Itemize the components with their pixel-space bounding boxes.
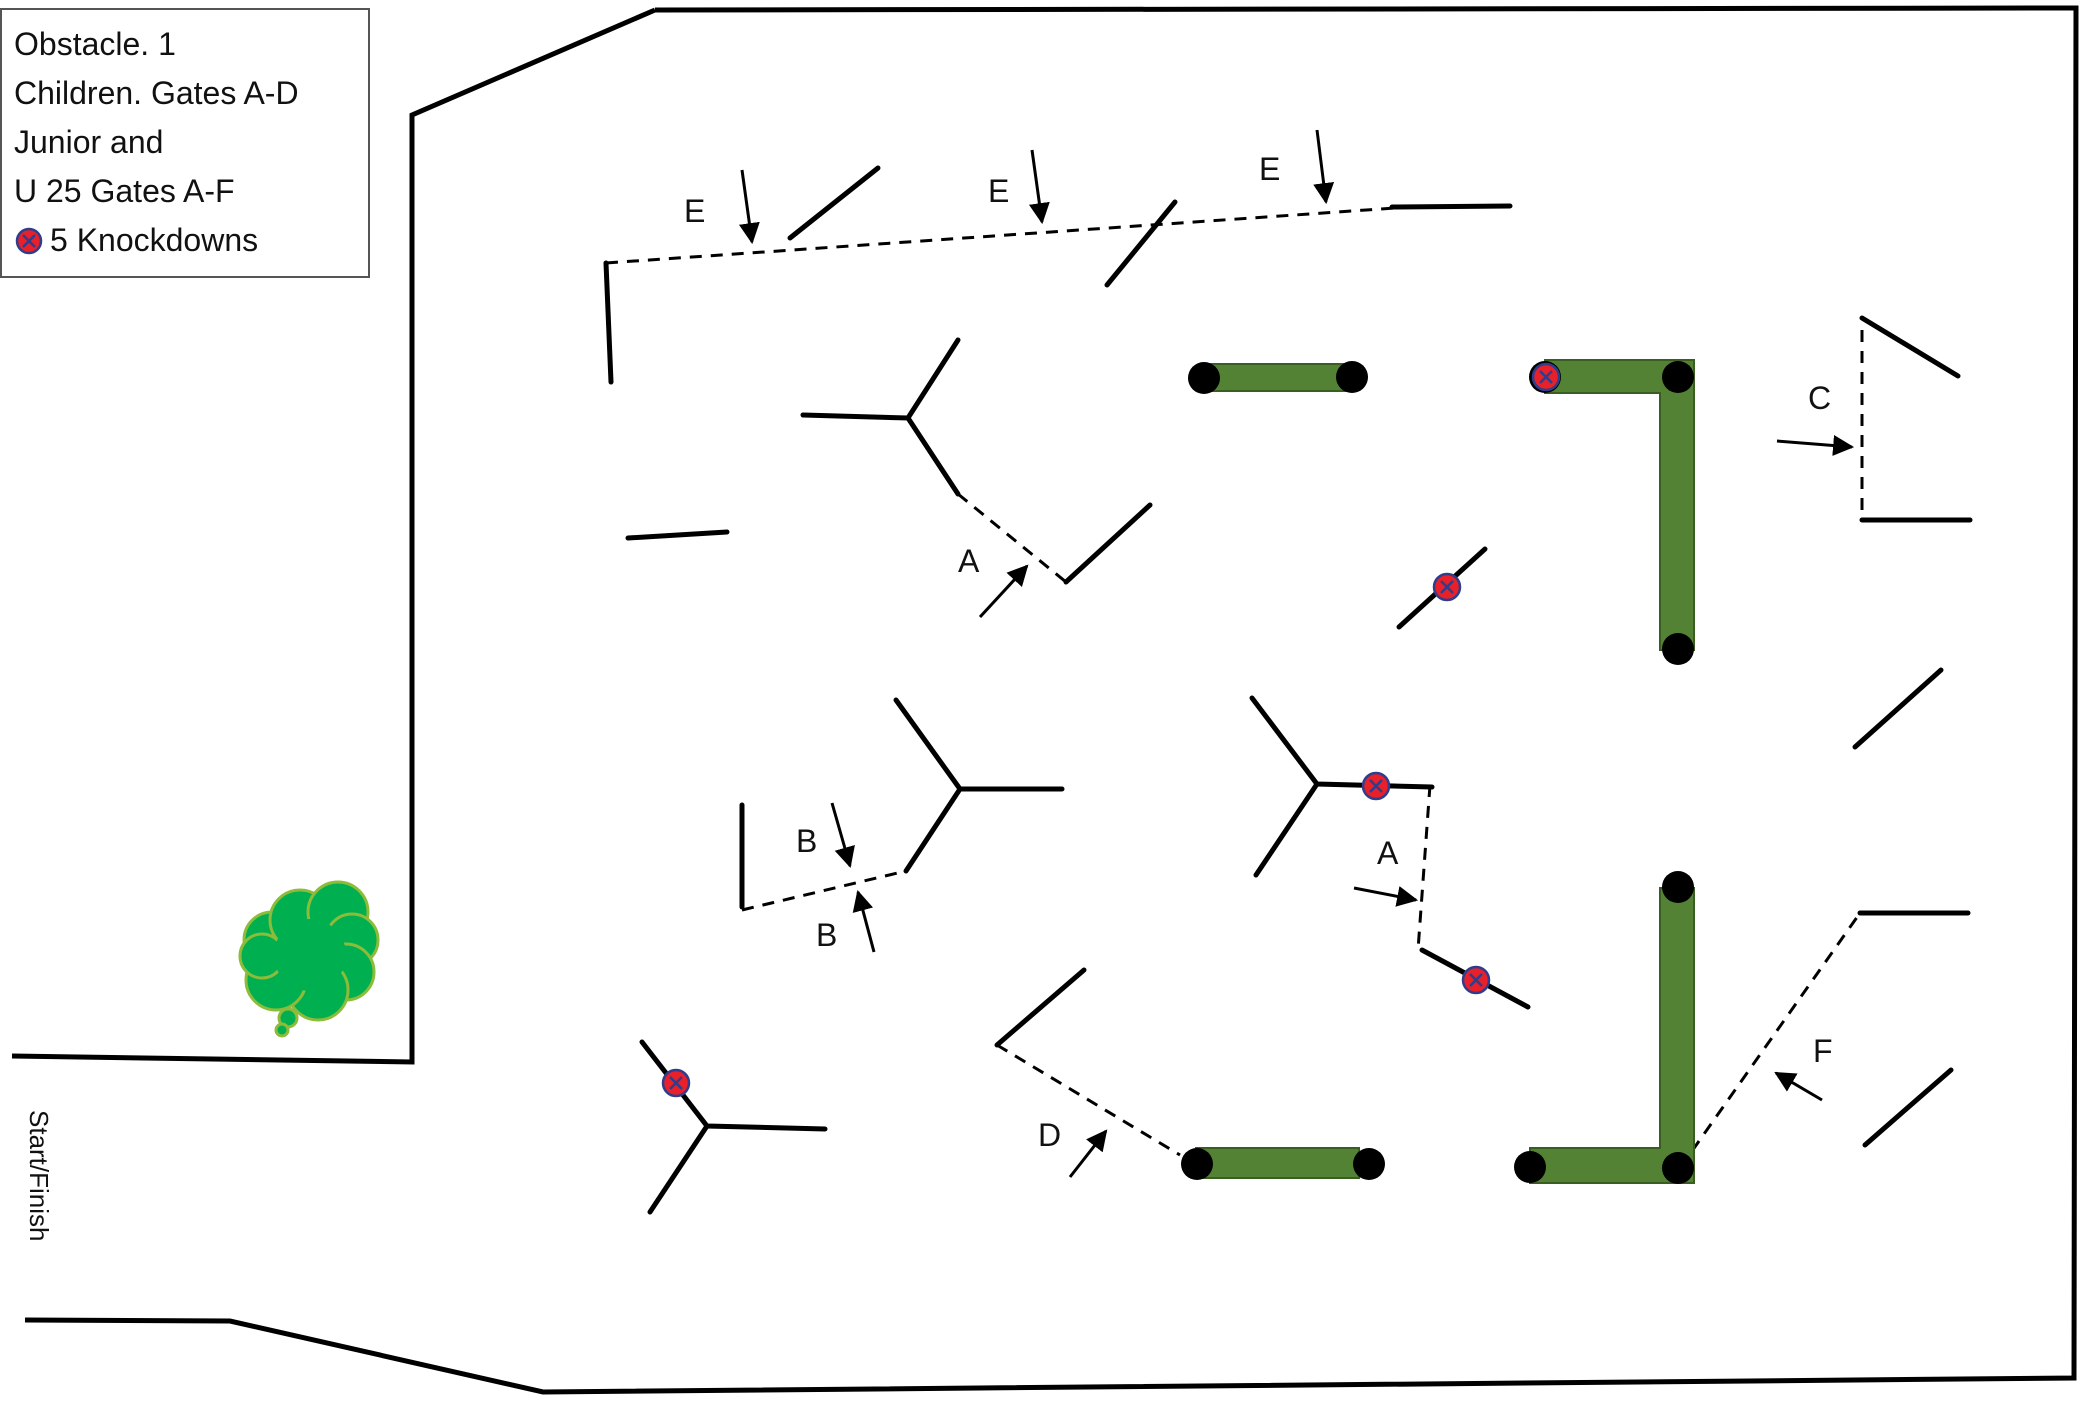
arena-boundary — [11, 5, 2079, 1395]
green-bars — [1195, 359, 1695, 1184]
legend-children: Children. Gates A-D — [14, 75, 299, 111]
bar-posts — [1181, 361, 1694, 1184]
gate-labels: E E E A C B B A F D — [684, 151, 1833, 1153]
legend-u25: U 25 Gates A-F — [14, 173, 235, 209]
legend-knockdowns-row: 5 Knockdowns — [14, 216, 368, 265]
knockdown-icon — [1432, 572, 1462, 602]
knockdown-icon — [1361, 771, 1391, 801]
legend-knockdowns-label: 5 Knockdowns — [50, 222, 259, 258]
legend-title: Obstacle. 1 — [14, 26, 176, 62]
obstacle-lines — [603, 165, 1973, 1215]
gate-label-a1: A — [958, 543, 980, 579]
gate-label-c: C — [1808, 380, 1831, 416]
bar-l-bottom-right — [1529, 887, 1695, 1184]
knockdowns — [661, 362, 1561, 1098]
bar-top-middle — [1203, 363, 1353, 392]
gate-label-e2: E — [988, 173, 1009, 209]
start-finish-label: Start/Finish — [24, 1110, 54, 1242]
legend-junior: Junior and — [14, 124, 164, 160]
gate-label-e3: E — [1259, 151, 1280, 187]
bar-l-top-right — [1544, 359, 1695, 651]
gate-label-a2: A — [1377, 835, 1399, 871]
knockdown-icon — [661, 1068, 691, 1098]
gate-label-f: F — [1813, 1033, 1833, 1069]
gate-label-b2: B — [816, 917, 837, 953]
tree-icon — [238, 880, 380, 1038]
gate-arrows — [738, 129, 1855, 1178]
start-finish-marker: Start/Finish — [24, 1110, 66, 1260]
legend-box: Obstacle. 1 Children. Gates A-D Junior a… — [0, 8, 370, 278]
knockdown-icon — [15, 227, 43, 254]
gate-label-d: D — [1038, 1117, 1061, 1153]
gate-label-e1: E — [684, 193, 705, 229]
gate-dashed-lines — [605, 206, 1864, 1169]
knockdown-icon — [1461, 965, 1491, 995]
gate-label-b1: B — [796, 823, 817, 859]
bar-bottom-middle — [1195, 1147, 1360, 1179]
knockdown-icon — [1531, 362, 1561, 392]
